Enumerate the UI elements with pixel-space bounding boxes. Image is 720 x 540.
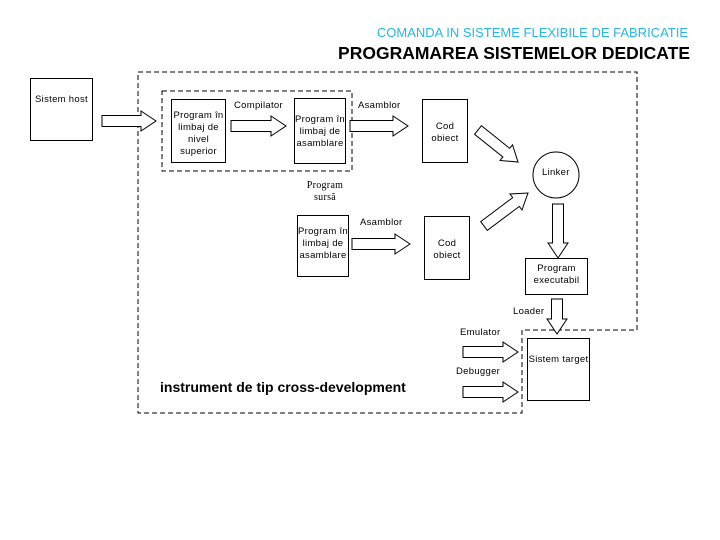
- tool-caption: instrument de tip cross-development: [160, 379, 406, 395]
- cross-development-boundary: [137, 71, 638, 414]
- loader-label: Loader: [513, 306, 545, 317]
- emulator-arrow: [462, 341, 519, 363]
- object-to-linker-arrow-2: [480, 192, 529, 232]
- assembler-arrow-1: [349, 115, 409, 137]
- object-code-label-2: Cod obiect: [433, 238, 461, 261]
- slide-subtitle: COMANDA IN SISTEME FLEXIBILE DE FABRICAT…: [376, 25, 688, 40]
- object-code-box-2: Cod obiect: [424, 216, 470, 280]
- assembly-program-label-1: Program în limbaj de asamblare: [295, 114, 345, 149]
- host-arrow: [101, 110, 157, 132]
- linker-circle: [532, 151, 580, 199]
- object-to-linker-arrow-1: [473, 125, 519, 163]
- high-level-program-label: Program în limbaj de nivel superior: [173, 110, 224, 157]
- object-code-label-1: Cod obiect: [431, 121, 459, 144]
- assembly-program-label-2: Program în limbaj de asamblare: [298, 226, 348, 261]
- object-code-box-1: Cod obiect: [422, 99, 468, 163]
- debugger-label: Debugger: [456, 366, 501, 377]
- assembler-arrow-2: [351, 233, 411, 255]
- linker-label: Linker: [542, 167, 570, 178]
- assembler-label-2: Asamblor: [360, 217, 403, 228]
- host-system-box: Sistem host: [30, 78, 93, 141]
- debugger-arrow: [462, 381, 519, 403]
- high-level-program-box: Program în limbaj de nivel superior: [171, 99, 226, 163]
- assembly-program-box-1: Program în limbaj de asamblare: [294, 98, 346, 164]
- executable-program-label: Program executabil: [533, 263, 580, 286]
- compiler-arrow: [230, 115, 287, 137]
- host-system-label: Sistem host: [35, 94, 88, 105]
- assembly-program-box-2: Program în limbaj de asamblare: [297, 215, 349, 277]
- emulator-label: Emulator: [460, 327, 501, 338]
- target-system-box: Sistem target: [527, 338, 590, 401]
- linker-to-executable-arrow: [547, 203, 569, 259]
- source-program-label: Program sursă: [306, 180, 344, 203]
- assembler-label-1: Asamblor: [358, 100, 401, 111]
- target-system-label: Sistem target: [528, 354, 589, 365]
- source-program-boundary: [161, 90, 353, 172]
- compiler-label: Compilator: [234, 100, 283, 111]
- executable-program-box: Program executabil: [525, 258, 588, 295]
- loader-arrow: [546, 298, 568, 335]
- slide-title: PROGRAMAREA SISTEMELOR DEDICATE: [338, 43, 690, 63]
